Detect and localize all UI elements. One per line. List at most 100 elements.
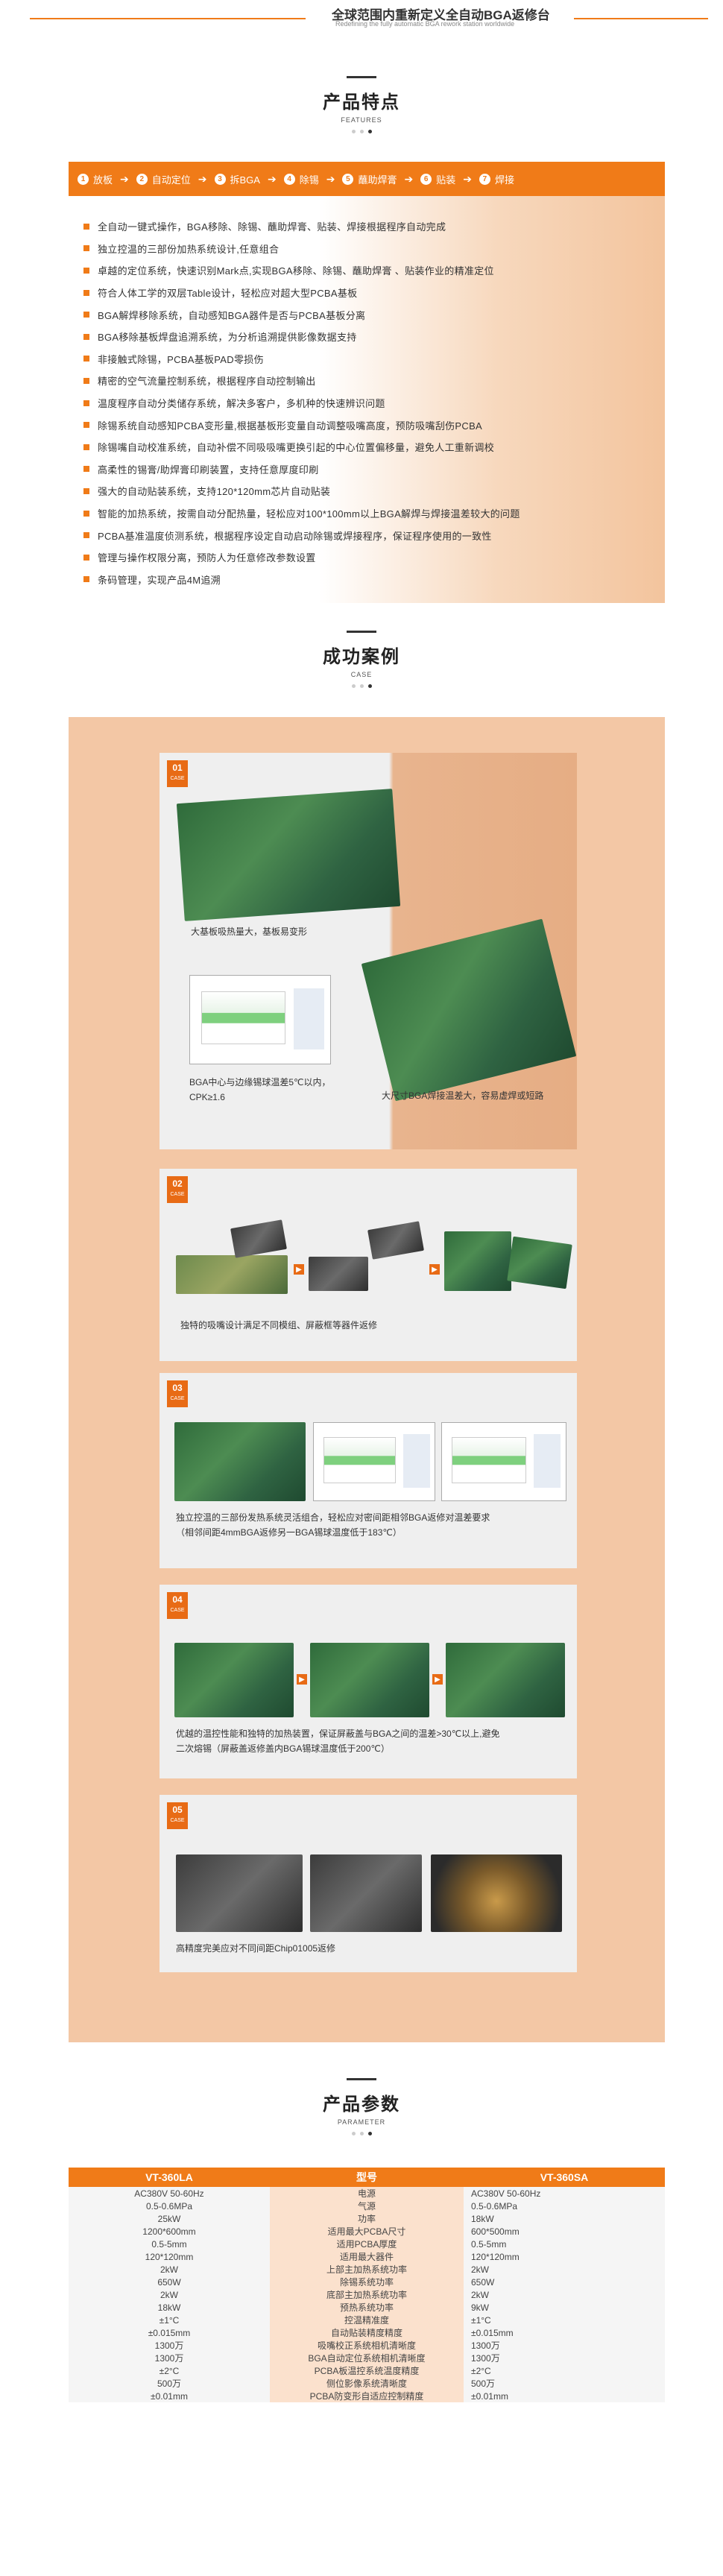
case-caption: 独特的吸嘴设计满足不同模组、屏蔽框等器件返修	[180, 1320, 378, 1330]
arrow-right-icon: ▶	[429, 1264, 440, 1275]
header-title: 全球范围内重新定义全自动BGA返修台	[332, 8, 550, 22]
heading-bar	[347, 76, 376, 78]
header-line-right	[574, 18, 708, 19]
heading-dots	[0, 130, 723, 133]
params-title: 产品参数	[323, 2094, 400, 2115]
feature-list: 全自动一键式操作，BGA移除、除锡、蘸助焊膏、贴装、焊接根据程序自动完成 独立控…	[69, 196, 665, 590]
arrow-right-icon: ➔	[326, 172, 335, 185]
arrow-right-icon: ➔	[463, 172, 472, 185]
arrow-right-icon: ➔	[267, 172, 277, 185]
case-caption: 大尺寸BGA焊接温差大，容易虚焊或短路	[382, 1090, 544, 1101]
feature-item: 卓越的定位系统，快速识别Mark点,实现BGA移除、除锡、蘸助焊膏 、贴装作业的…	[83, 259, 665, 282]
params-heading: 产品参数 PARAMETER	[0, 2078, 723, 2135]
module-board-image	[176, 1255, 288, 1294]
heading-bar	[347, 631, 376, 633]
header-subtitle: Redefining the fully automatic BGA rewor…	[335, 20, 515, 28]
arrow-right-icon: ➔	[120, 172, 129, 185]
heading-dots	[0, 2132, 723, 2135]
column-header: VT-360LA	[69, 2168, 270, 2187]
feature-item: 管理与操作权限分离，预防人为任意修改参数设置	[83, 546, 665, 569]
pcb-board-image	[310, 1643, 429, 1717]
arrow-right-icon: ▶	[432, 1674, 443, 1685]
pcb-board-image	[174, 1422, 306, 1501]
module-pcb-image	[444, 1231, 511, 1291]
feature-item: 独立控温的三部份加热系统设计,任意组合	[83, 238, 665, 260]
pcb-board-image	[174, 1643, 294, 1717]
column-header: VT-360SA	[464, 2168, 665, 2187]
chip-closeup-image	[176, 1854, 303, 1932]
feature-item: 除锡系统自动感知PCBA变形量,根据基板形变量自动调整吸嘴高度，预防吸嘴刮伤PC…	[83, 414, 665, 436]
cases-heading: 成功案例 CASE	[0, 631, 723, 688]
large-pcb-image	[361, 918, 577, 1102]
case-caption: （相邻间距4mmBGA返修另一BGA锡球温度低于183℃）	[176, 1527, 402, 1538]
pcb-board-image	[176, 789, 401, 921]
feature-item: 强大的自动贴装系统，支持120*120mm芯片自动贴装	[83, 480, 665, 502]
params-subtitle: PARAMETER	[337, 2118, 386, 2126]
temperature-chart-screenshot	[441, 1422, 566, 1501]
feature-item: 温度程序自动分类储存系统，解决多客户，多机种的快速辨识问题	[83, 392, 665, 414]
arrow-right-icon: ➔	[198, 172, 207, 185]
feature-item: 高柔性的锡膏/助焊膏印刷装置，支持任意厚度印刷	[83, 458, 665, 481]
column-header: 型号	[270, 2168, 464, 2187]
cases-subtitle: CASE	[350, 671, 373, 678]
chip-closeup-image	[310, 1854, 422, 1932]
nozzle-closeup-image	[431, 1854, 562, 1932]
arrow-right-icon: ➔	[404, 172, 414, 185]
shield-cover-image	[230, 1219, 287, 1258]
case-caption: 优越的温控性能和独特的加热装置，保证屏蔽盖与BGA之间的温差>30℃以上,避免	[176, 1729, 500, 1739]
feature-item: 智能的加热系统，按需自动分配热量，轻松应对100*100mm以上BGA解焊与焊接…	[83, 502, 665, 525]
case-caption: 独立控温的三部份发热系统灵活组合，轻松应对密间距相邻BGA返修对温差要求	[176, 1512, 490, 1523]
arrow-right-icon: ▶	[294, 1264, 304, 1275]
top-header: 全球范围内重新定义全自动BGA返修台 Redefining the fully …	[0, 0, 723, 36]
module-pcb-image	[507, 1236, 572, 1289]
feature-item: BGA解焊移除系统，自动感知BGA器件是否与PCBA基板分离	[83, 303, 665, 326]
heading-bar	[347, 2078, 376, 2080]
pcb-board-image	[446, 1643, 565, 1717]
arrow-right-icon: ▶	[297, 1674, 307, 1685]
feature-item: 除锡嘴自动校准系统，自动补偿不同吸吸嘴更换引起的中心位置偏移量，避免人工重新调校	[83, 436, 665, 458]
feature-item: 非接触式除锡，PCBA基板PAD零损伤	[83, 348, 665, 370]
feature-item: BGA移除基板焊盘追溯系统，为分析追溯提供影像数据支持	[83, 326, 665, 348]
features-subtitle: FEATURES	[341, 116, 382, 124]
feature-item: 符合人体工学的双层Table设计，轻松应对超大型PCBA基板	[83, 282, 665, 304]
features-title: 产品特点	[323, 92, 400, 113]
shield-cover-image	[367, 1221, 424, 1260]
heading-dots	[0, 684, 723, 688]
